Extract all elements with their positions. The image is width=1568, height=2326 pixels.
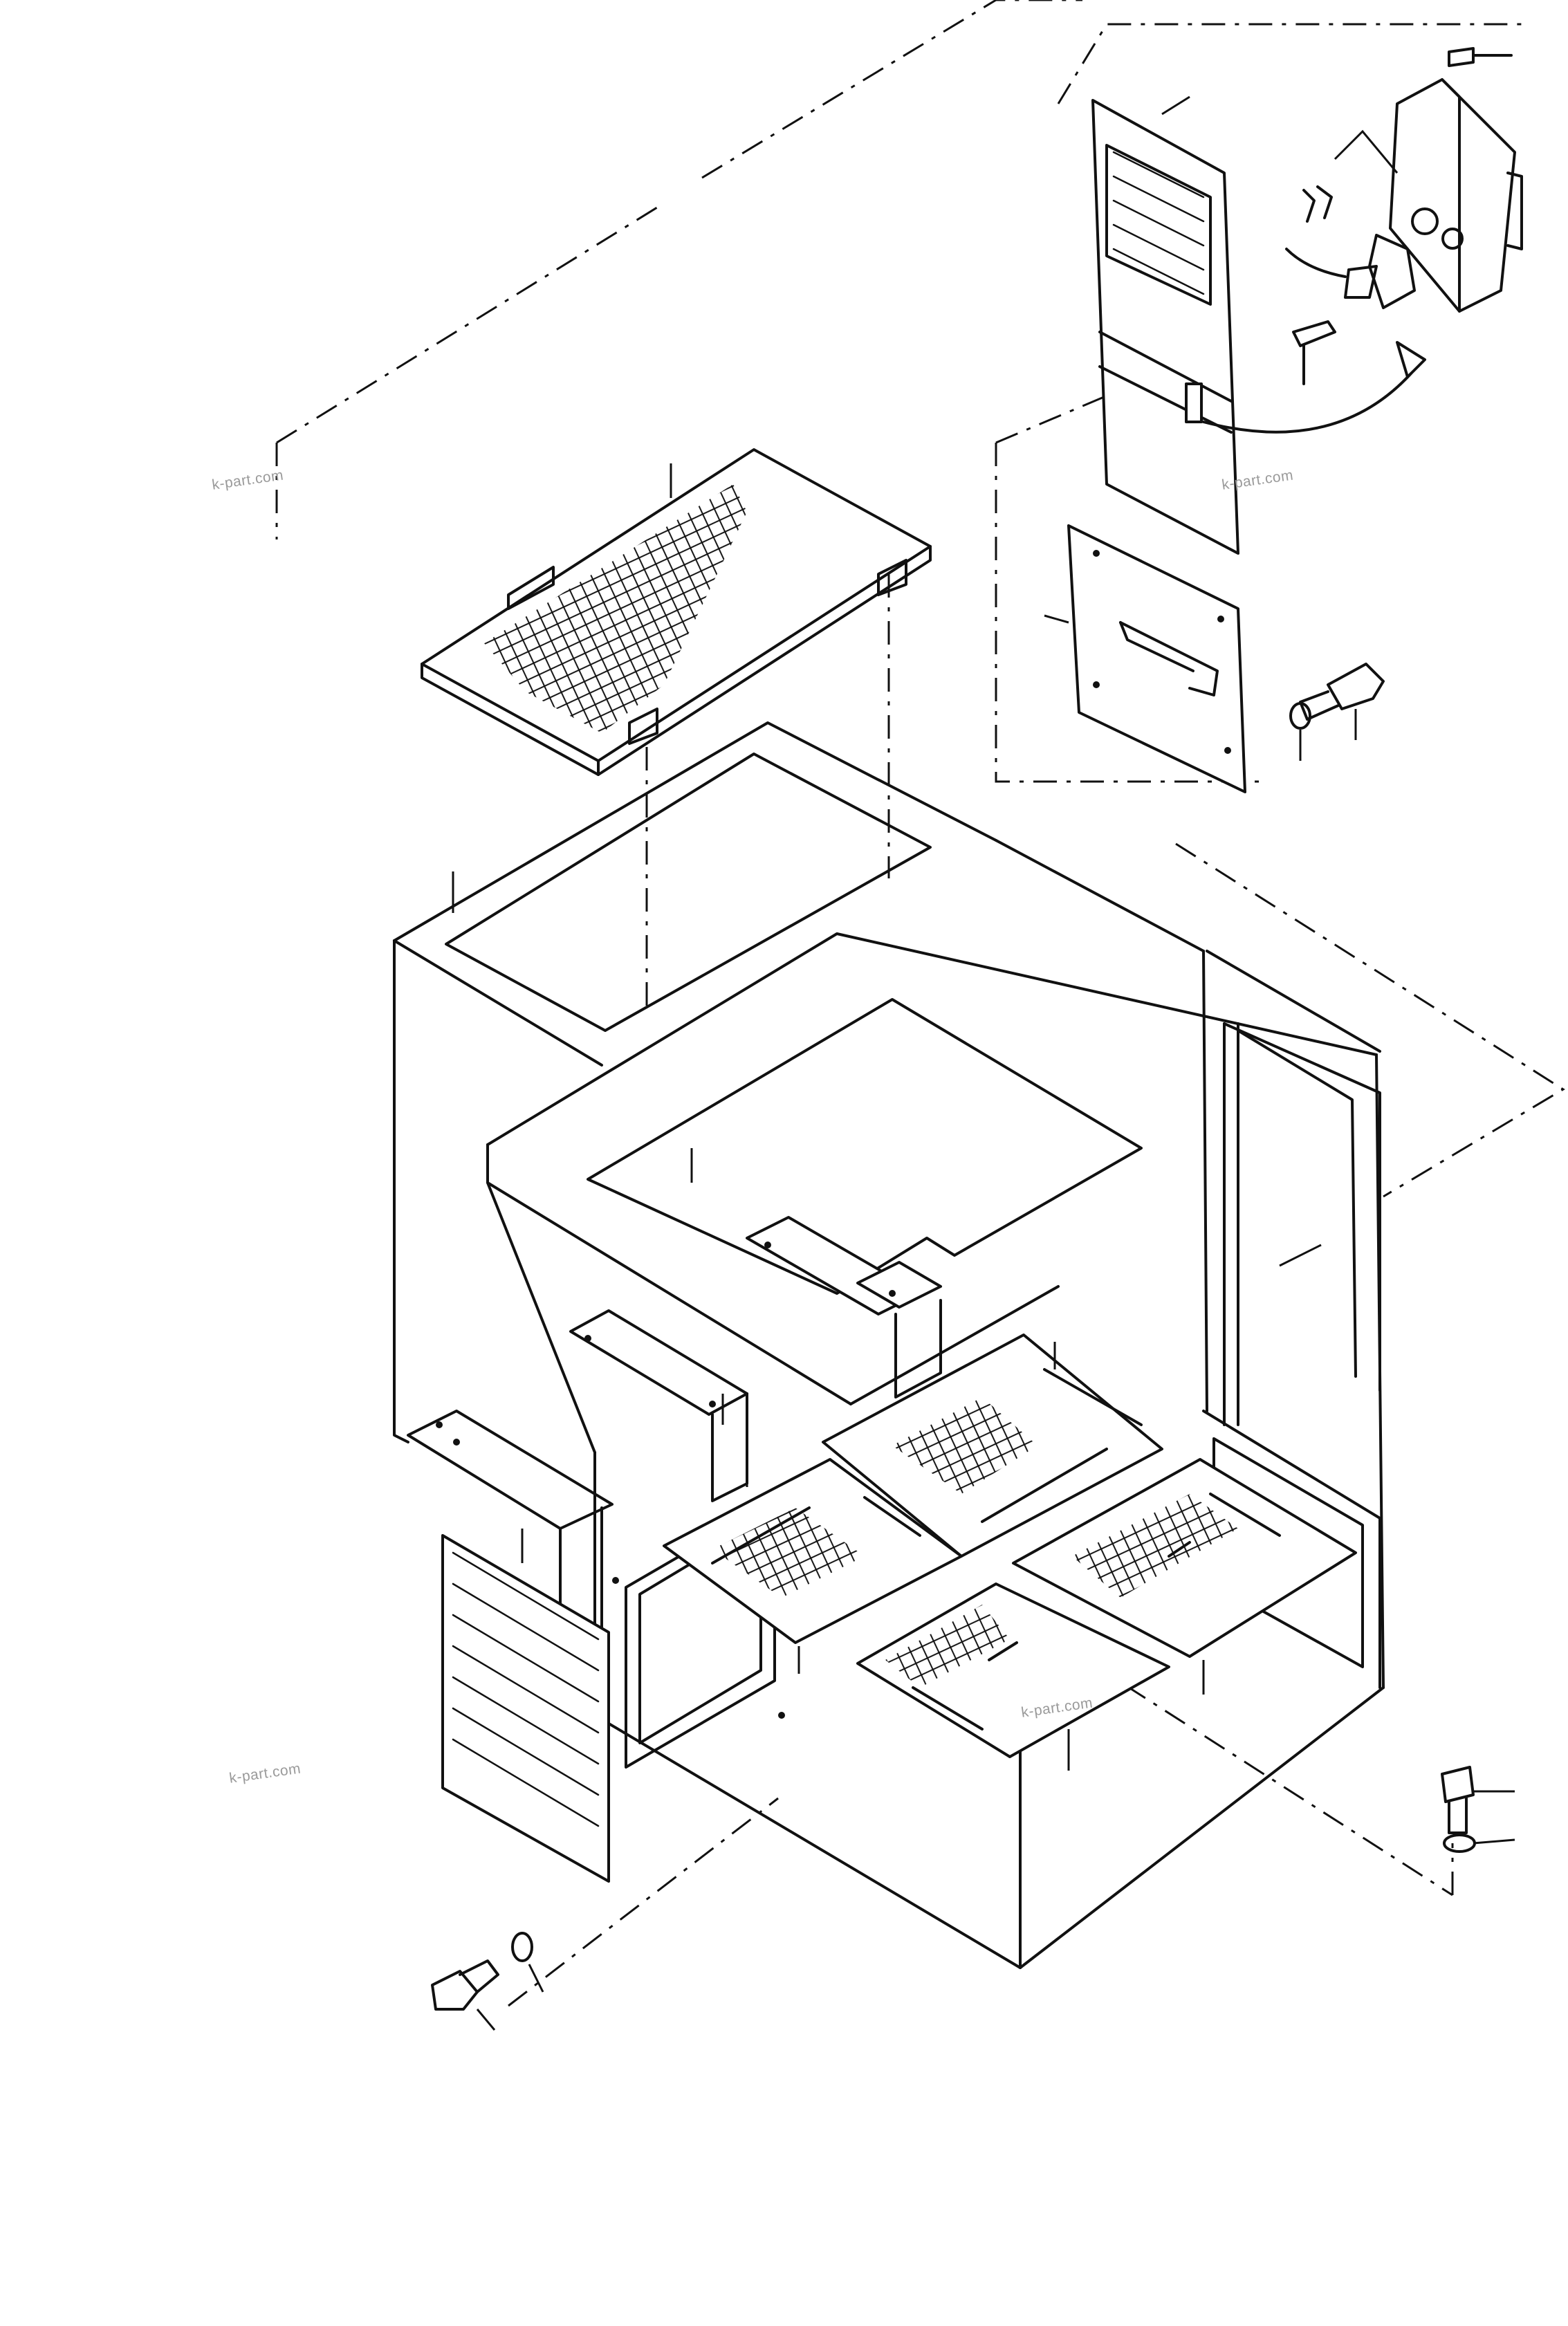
cabinet-front-section — [486, 932, 1385, 1689]
mounting-brackets — [407, 1216, 942, 1710]
side-louver-grille — [441, 1529, 610, 1883]
fasteners — [431, 663, 1515, 2031]
leader-ticks — [690, 1148, 1205, 1695]
access-door — [1091, 95, 1239, 555]
assembly-reference-lines — [275, 0, 1565, 2007]
upper-mesh-lid — [421, 448, 932, 776]
cabinet-upper-shell — [393, 721, 1205, 1443]
door-lock-assembly — [1202, 47, 1523, 434]
cover-plate — [1044, 524, 1246, 793]
battery-tray-plates — [663, 1333, 1357, 1771]
